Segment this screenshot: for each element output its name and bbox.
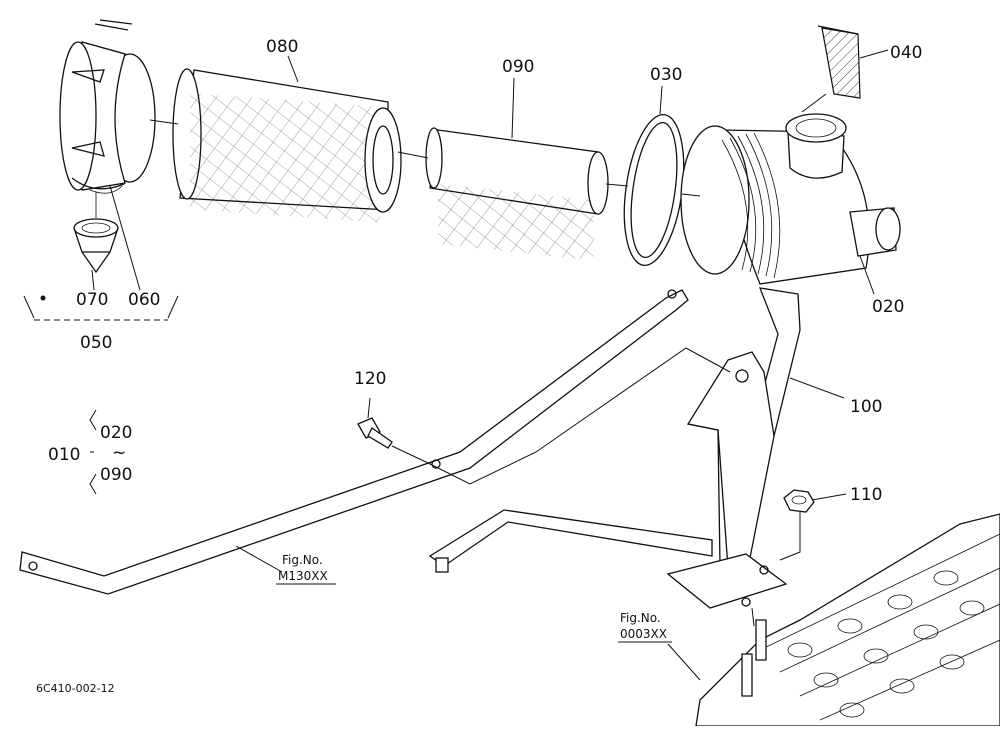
mount-bracket-100 (428, 287, 801, 609)
stay-bar (19, 289, 689, 595)
air-cleaner-housing-020 (680, 113, 901, 285)
label-010-range-end: 090 (100, 465, 132, 485)
inner-element-090 (425, 127, 609, 261)
cover-040 (817, 25, 861, 99)
label-120: 120 (354, 369, 386, 389)
nut-110 (783, 489, 815, 513)
figure-references: Fig.No. M130XX Fig.No. 0003XX (276, 553, 672, 643)
end-cap-060 (59, 19, 156, 194)
label-010-range-start: 020 (100, 423, 132, 443)
fig-ref-m130-title: Fig.No. (282, 553, 323, 567)
label-020: 020 (872, 297, 904, 317)
fig-ref-m130-code: M130XX (278, 569, 328, 583)
label-010-range-tilde: ~ (112, 443, 126, 463)
label-010: 010 (48, 445, 80, 465)
label-030: 030 (650, 65, 682, 85)
valve-070 (73, 192, 119, 274)
label-040: 040 (890, 43, 922, 63)
label-060: 060 (128, 290, 160, 310)
label-110: 110 (850, 485, 882, 505)
bolt-120 (357, 417, 393, 449)
drawing-code: 6C410-002-12 (36, 682, 115, 695)
assembly-bracket-050 (23, 295, 179, 321)
label-090: 090 (502, 57, 534, 77)
fig-ref-0003-title: Fig.No. (620, 611, 661, 625)
label-100: 100 (850, 397, 882, 417)
label-070: 070 (76, 290, 108, 310)
part-labels: 080 090 030 040 020 070 060 050 120 100 … (48, 37, 922, 505)
label-080: 080 (266, 37, 298, 57)
label-050: 050 (80, 333, 112, 353)
fig-ref-0003-code: 0003XX (620, 627, 667, 641)
outer-element-080 (172, 68, 402, 223)
leader-lines (89, 49, 889, 681)
